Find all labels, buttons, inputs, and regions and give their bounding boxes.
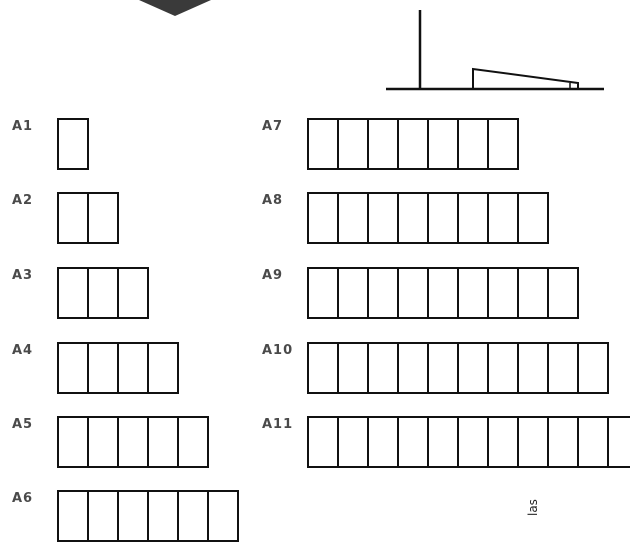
box-cell xyxy=(117,267,149,319)
box-cell xyxy=(367,192,399,244)
box-cell xyxy=(337,416,369,468)
box-cell xyxy=(517,267,549,319)
box-cell xyxy=(337,267,369,319)
row-label: A8 xyxy=(262,193,283,208)
box-cell xyxy=(177,416,209,468)
box-cell xyxy=(397,267,429,319)
box-cell xyxy=(367,267,399,319)
box-cell xyxy=(307,342,339,394)
box-cell xyxy=(87,490,119,542)
row-label: A6 xyxy=(12,491,33,506)
box-cell xyxy=(87,342,119,394)
box-cell xyxy=(117,342,149,394)
box-cell xyxy=(307,192,339,244)
footer-vertical-text: las xyxy=(526,499,540,516)
row-label: A3 xyxy=(12,268,33,283)
box-cell xyxy=(517,416,549,468)
box-cell xyxy=(547,416,579,468)
box-row xyxy=(307,192,549,242)
box-row xyxy=(307,416,630,466)
box-cell xyxy=(427,118,459,170)
box-cell xyxy=(427,342,459,394)
box-row xyxy=(307,342,609,392)
box-cell xyxy=(457,192,489,244)
box-cell xyxy=(577,416,609,468)
stick-figure-ramp-icon xyxy=(380,5,610,95)
box-cell xyxy=(457,342,489,394)
box-cell xyxy=(57,416,89,468)
box-cell xyxy=(487,192,519,244)
box-cell xyxy=(177,490,209,542)
box-row xyxy=(57,490,239,540)
box-cell xyxy=(337,192,369,244)
box-cell xyxy=(547,267,579,319)
row-label: A11 xyxy=(262,417,293,432)
box-row xyxy=(57,342,179,392)
box-cell xyxy=(307,118,339,170)
box-cell xyxy=(427,192,459,244)
box-cell xyxy=(577,342,609,394)
box-cell xyxy=(457,416,489,468)
box-cell xyxy=(547,342,579,394)
box-cell xyxy=(367,416,399,468)
box-cell xyxy=(147,490,179,542)
box-cell xyxy=(457,118,489,170)
box-cell xyxy=(397,342,429,394)
box-cell xyxy=(87,416,119,468)
box-row xyxy=(57,192,119,242)
dark-chevron-shape xyxy=(135,0,215,20)
box-cell xyxy=(337,342,369,394)
box-cell xyxy=(457,267,489,319)
box-cell xyxy=(337,118,369,170)
box-cell xyxy=(307,267,339,319)
box-cell xyxy=(57,118,89,170)
box-cell xyxy=(517,192,549,244)
box-cell xyxy=(427,416,459,468)
row-label: A9 xyxy=(262,268,283,283)
box-cell xyxy=(147,342,179,394)
row-label: A2 xyxy=(12,193,33,208)
box-cell xyxy=(487,416,519,468)
box-cell xyxy=(57,267,89,319)
row-label: A4 xyxy=(12,343,33,358)
box-cell xyxy=(117,416,149,468)
box-cell xyxy=(207,490,239,542)
box-cell xyxy=(517,342,549,394)
box-cell xyxy=(427,267,459,319)
box-cell xyxy=(487,267,519,319)
row-label: A1 xyxy=(12,119,33,134)
box-cell xyxy=(487,342,519,394)
box-cell xyxy=(87,192,119,244)
box-row xyxy=(57,267,149,317)
box-cell xyxy=(57,490,89,542)
box-cell xyxy=(87,267,119,319)
row-label: A7 xyxy=(262,119,283,134)
box-cell xyxy=(487,118,519,170)
box-row xyxy=(307,118,519,168)
box-cell xyxy=(307,416,339,468)
box-cell xyxy=(367,342,399,394)
box-cell xyxy=(57,192,89,244)
box-cell xyxy=(367,118,399,170)
box-cell xyxy=(57,342,89,394)
box-cell xyxy=(147,416,179,468)
box-cell xyxy=(397,118,429,170)
row-label: A5 xyxy=(12,417,33,432)
box-row xyxy=(57,118,89,168)
box-cell xyxy=(607,416,630,468)
box-cell xyxy=(397,192,429,244)
row-label: A10 xyxy=(262,343,293,358)
box-cell xyxy=(397,416,429,468)
box-row xyxy=(307,267,579,317)
box-cell xyxy=(117,490,149,542)
box-row xyxy=(57,416,209,466)
